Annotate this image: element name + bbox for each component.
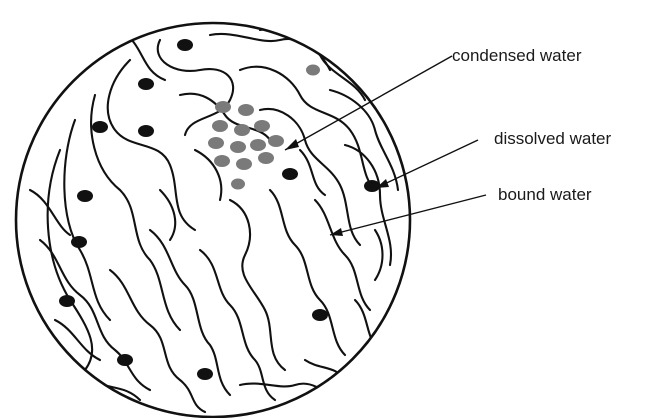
condensed-water-dot: [214, 155, 230, 167]
condensed-water-dot: [250, 139, 266, 151]
dissolved-water-dot: [117, 354, 133, 366]
condensed-water-dot: [254, 120, 270, 132]
condensed-water-dot: [234, 124, 250, 136]
dissolved-water-dot: [197, 368, 213, 380]
dissolved-water-dot: [177, 39, 193, 51]
dissolved-water-dot: [77, 190, 93, 202]
condensed-water-dot: [306, 65, 320, 76]
condensed-water-dot: [238, 104, 254, 116]
condensed-water-dot: [268, 135, 284, 147]
dissolved-water-dot: [71, 236, 87, 248]
condensed-water-dot: [236, 158, 252, 170]
dissolved-water-dot: [138, 78, 154, 90]
condensed-water-dot: [215, 101, 231, 113]
dissolved-water-dot: [364, 180, 380, 192]
dissolved-water-dot: [312, 309, 328, 321]
condensed-water-dot: [212, 120, 228, 132]
dissolved-water-dot: [92, 121, 108, 133]
condensed-water-dot: [231, 179, 245, 190]
bound-water-label: bound water: [498, 185, 592, 204]
condensed-water-label: condensed water: [452, 46, 582, 65]
dissolved-water-dot: [138, 125, 154, 137]
dissolved-water-dot: [59, 295, 75, 307]
dissolved-water-label: dissolved water: [494, 129, 612, 148]
dissolved-water-dot: [282, 168, 298, 180]
condensed-water-dot: [258, 152, 274, 164]
condensed-water-dot: [230, 141, 246, 153]
particle-boundary: [16, 23, 410, 417]
condensed-water-dot: [208, 137, 224, 149]
